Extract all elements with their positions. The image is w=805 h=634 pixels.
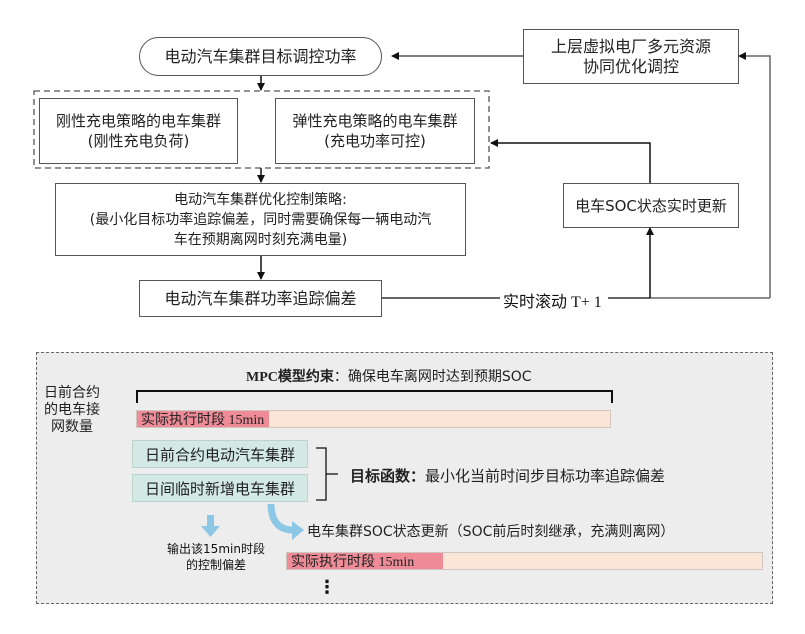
soc-update-label: 电车SOC状态实时更新 [575,196,727,215]
output-label-line-1: 输出该15min时段 [167,542,265,556]
tracking-deviation-label: 电动汽车集群功率追踪偏差 [164,288,357,308]
constraint-bracket [136,390,613,403]
optimization-line-1: 电动汽车集群优化控制策略: [174,191,347,208]
exec-period-bar: 实际执行时段 15min [136,410,611,428]
optimization-line-3: 车在预期离网时刻充满电量) [173,231,348,248]
optimization-strategy-node: 电动汽车集群优化控制策略: (最小化目标功率追踪偏差，同时需要确保每一辆电动汽 … [55,183,466,256]
rolling-label: 实时滚动 T+ 1 [501,288,604,312]
continuation-ellipsis-icon: ⋮ [318,577,336,598]
exec-period-label: 实际执行时段 15min [141,413,265,428]
side-label-line-2: 的电车接 [44,402,100,418]
upper-vpp-node: 上层虚拟电厂多元资源 协同优化调控 [523,29,739,84]
connector-right-to-vpp [738,52,771,298]
objective-bracket [316,447,327,501]
elastic-cluster-node: 弹性充电策略的电车集群 (充电功率可控) [275,98,475,164]
cluster-day-ahead-label: 日前合约电动汽车集群 [144,445,295,464]
next-exec-period-label: 实际执行时段 15min [291,555,415,570]
target-power-label: 电动汽车集群目标调控功率 [164,46,357,66]
strategy-group-dashed [33,90,490,169]
rigid-cluster-line-1: 刚性充电策略的电车集群 [55,112,221,130]
optimization-line-2: (最小化目标功率追踪偏差，同时需要确保每一辆电动汽 [89,211,432,228]
objective-text: 最小化当前时间步目标功率追踪偏差 [425,467,666,485]
mpc-constraint: MPC模型约束：确保电车离网时达到预期SOC [246,366,532,386]
rigid-cluster-node: 刚性充电策略的电车集群 (刚性充电负荷) [39,98,238,164]
side-label-line-1: 日前合约 [44,385,100,401]
soc-update-text: 电车集群SOC状态更新（SOC前后时刻继承，充满则离网） [307,524,675,540]
side-label-line-3: 网数量 [51,419,93,435]
mpc-constraint-text: ：确保电车离网时达到预期SOC [333,369,532,385]
output-label: 输出该15min时段 的控制偏差 [156,541,276,573]
upper-vpp-line-1: 上层虚拟电厂多元资源 [550,36,711,56]
cluster-intraday-label: 日间临时新增电车集群 [144,479,295,498]
elastic-cluster-line-2: (充电功率可控) [324,132,426,150]
soc-update-node: 电车SOC状态实时更新 [563,183,739,228]
side-label: 日前合约 的电车接 网数量 [44,385,100,436]
objective-title: 目标函数： [350,467,426,485]
exec-period-fill: 实际执行时段 15min [137,411,269,428]
objective-function: 目标函数：最小化当前时间步目标功率追踪偏差 [350,465,665,486]
cluster-intraday: 日间临时新增电车集群 [132,474,308,502]
target-power-node: 电动汽车集群目标调控功率 [139,37,382,76]
next-exec-period-bar: 实际执行时段 15min [286,552,763,570]
connector-soc-to-elastic [490,139,651,183]
soc-update-curved-arrow-icon [267,503,304,540]
upper-vpp-line-2: 协同优化调控 [582,56,679,76]
cluster-day-ahead: 日前合约电动汽车集群 [132,440,308,468]
output-arrow-icon [201,515,220,537]
output-label-line-2: 的控制偏差 [185,558,246,572]
tracking-deviation-node: 电动汽车集群功率追踪偏差 [139,280,382,317]
mpc-constraint-title: MPC模型约束 [246,370,334,385]
elastic-cluster-line-1: 弹性充电策略的电车集群 [292,112,458,130]
rigid-cluster-line-2: (刚性充电负荷) [87,132,190,150]
next-exec-period-fill: 实际执行时段 15min [287,553,443,570]
